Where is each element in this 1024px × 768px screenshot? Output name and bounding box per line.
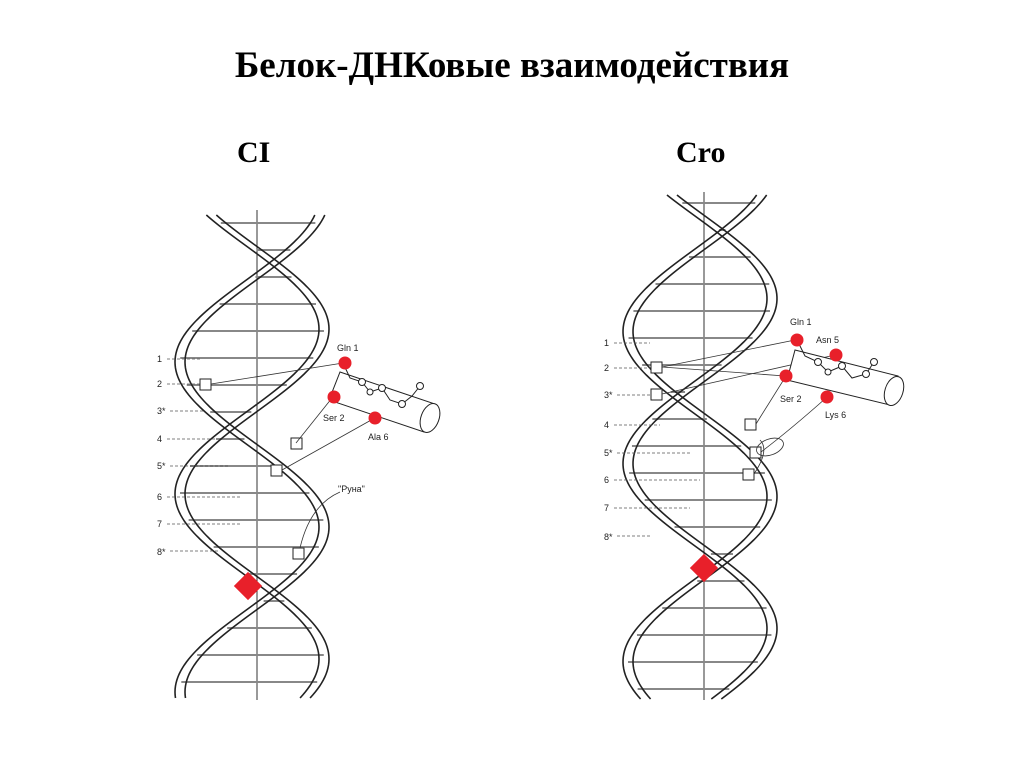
ci-pos-5: 5* bbox=[157, 461, 166, 471]
cro-pos-4: 4 bbox=[604, 420, 609, 430]
slide-title: Белок-ДНКовые взаимодействия bbox=[234, 45, 790, 86]
cro-pos-6: 6 bbox=[604, 475, 609, 485]
cro-dyad-marker bbox=[689, 553, 719, 583]
ci-ala6-label: Ala 6 bbox=[368, 432, 389, 442]
cro-pos-8: 8* bbox=[604, 532, 613, 542]
ci-contact-box bbox=[270, 464, 283, 477]
cro-dna-strands bbox=[622, 194, 778, 700]
cro-contact-box bbox=[744, 418, 757, 431]
helix-strand-edge bbox=[184, 214, 330, 699]
ci-gln1-label: Gln 1 bbox=[337, 343, 359, 353]
cro-ser2-label: Ser 2 bbox=[780, 394, 802, 404]
cro-asn5-dot bbox=[829, 348, 843, 362]
cro-panel: 1 2 3* 4 5* 6 7 8* bbox=[604, 192, 905, 700]
cro-contact-box bbox=[742, 468, 755, 481]
ci-pos-7: 7 bbox=[157, 519, 162, 529]
ci-residue-dots bbox=[327, 356, 382, 425]
ci-helix-cylinder bbox=[328, 362, 441, 433]
ci-contact-lines bbox=[210, 362, 374, 549]
ci-contact-box bbox=[292, 547, 305, 560]
cro-pos-2: 2 bbox=[604, 363, 609, 373]
ci-ala6-dot bbox=[368, 411, 382, 425]
helix-strand-edge bbox=[622, 194, 768, 700]
cro-contact-box bbox=[650, 388, 663, 401]
cro-position-labels: 1 2 3* 4 5* 6 7 8* bbox=[604, 338, 613, 542]
cro-contact-box bbox=[749, 446, 762, 459]
ci-heading: CI bbox=[237, 136, 271, 169]
helix-strand-edge bbox=[174, 214, 320, 699]
ci-contact-box bbox=[290, 437, 303, 450]
ci-panel: 1 2 3* 4 5* 6 7 8* bbox=[157, 210, 441, 700]
cro-contact-box bbox=[650, 361, 663, 374]
ci-pos-2: 2 bbox=[157, 379, 162, 389]
ci-pos-8: 8* bbox=[157, 547, 166, 557]
ci-contact-boxes bbox=[199, 378, 305, 560]
ci-arm-label: "Руна" bbox=[338, 484, 365, 494]
helix-strand-edge bbox=[622, 194, 768, 700]
cro-lys6-label: Lys 6 bbox=[825, 410, 846, 420]
ci-pos-3: 3* bbox=[157, 406, 166, 416]
cro-gln1-dot bbox=[790, 333, 804, 347]
cro-ser2-dot bbox=[779, 369, 793, 383]
cro-contact-lines bbox=[661, 339, 836, 475]
ci-position-leaders bbox=[167, 358, 240, 552]
helix-strand-edge bbox=[632, 194, 778, 700]
ci-position-labels: 1 2 3* 4 5* 6 7 8* bbox=[157, 354, 166, 557]
helix-strand-edge bbox=[632, 194, 778, 700]
cro-helix-cylinder bbox=[786, 339, 905, 407]
cro-pos-3: 3* bbox=[604, 390, 613, 400]
cro-pos-5: 5* bbox=[604, 448, 613, 458]
cro-position-leaders bbox=[614, 342, 700, 537]
cro-lys6-dot bbox=[820, 390, 834, 404]
cro-asn5-label: Asn 5 bbox=[816, 335, 839, 345]
cro-residue-dots bbox=[779, 333, 843, 404]
cro-gln1-label: Gln 1 bbox=[790, 317, 812, 327]
cro-pos-1: 1 bbox=[604, 338, 609, 348]
helix-strand-edge bbox=[184, 214, 330, 699]
ci-ser2-dot bbox=[327, 390, 341, 404]
cro-contact-boxes bbox=[650, 361, 762, 481]
ci-pos-6: 6 bbox=[157, 492, 162, 502]
cro-pos-7: 7 bbox=[604, 503, 609, 513]
ci-dna-strands bbox=[174, 214, 330, 699]
cro-base-pairs bbox=[628, 202, 772, 690]
ci-dyad-marker bbox=[233, 571, 263, 601]
cro-heading: Cro bbox=[676, 136, 726, 169]
ci-pos-1: 1 bbox=[157, 354, 162, 364]
helix-strand-edge bbox=[174, 214, 320, 699]
ci-contact-box bbox=[199, 378, 212, 391]
ci-ser2-label: Ser 2 bbox=[323, 413, 345, 423]
ci-gln1-dot bbox=[338, 356, 352, 370]
ci-pos-4: 4 bbox=[157, 434, 162, 444]
